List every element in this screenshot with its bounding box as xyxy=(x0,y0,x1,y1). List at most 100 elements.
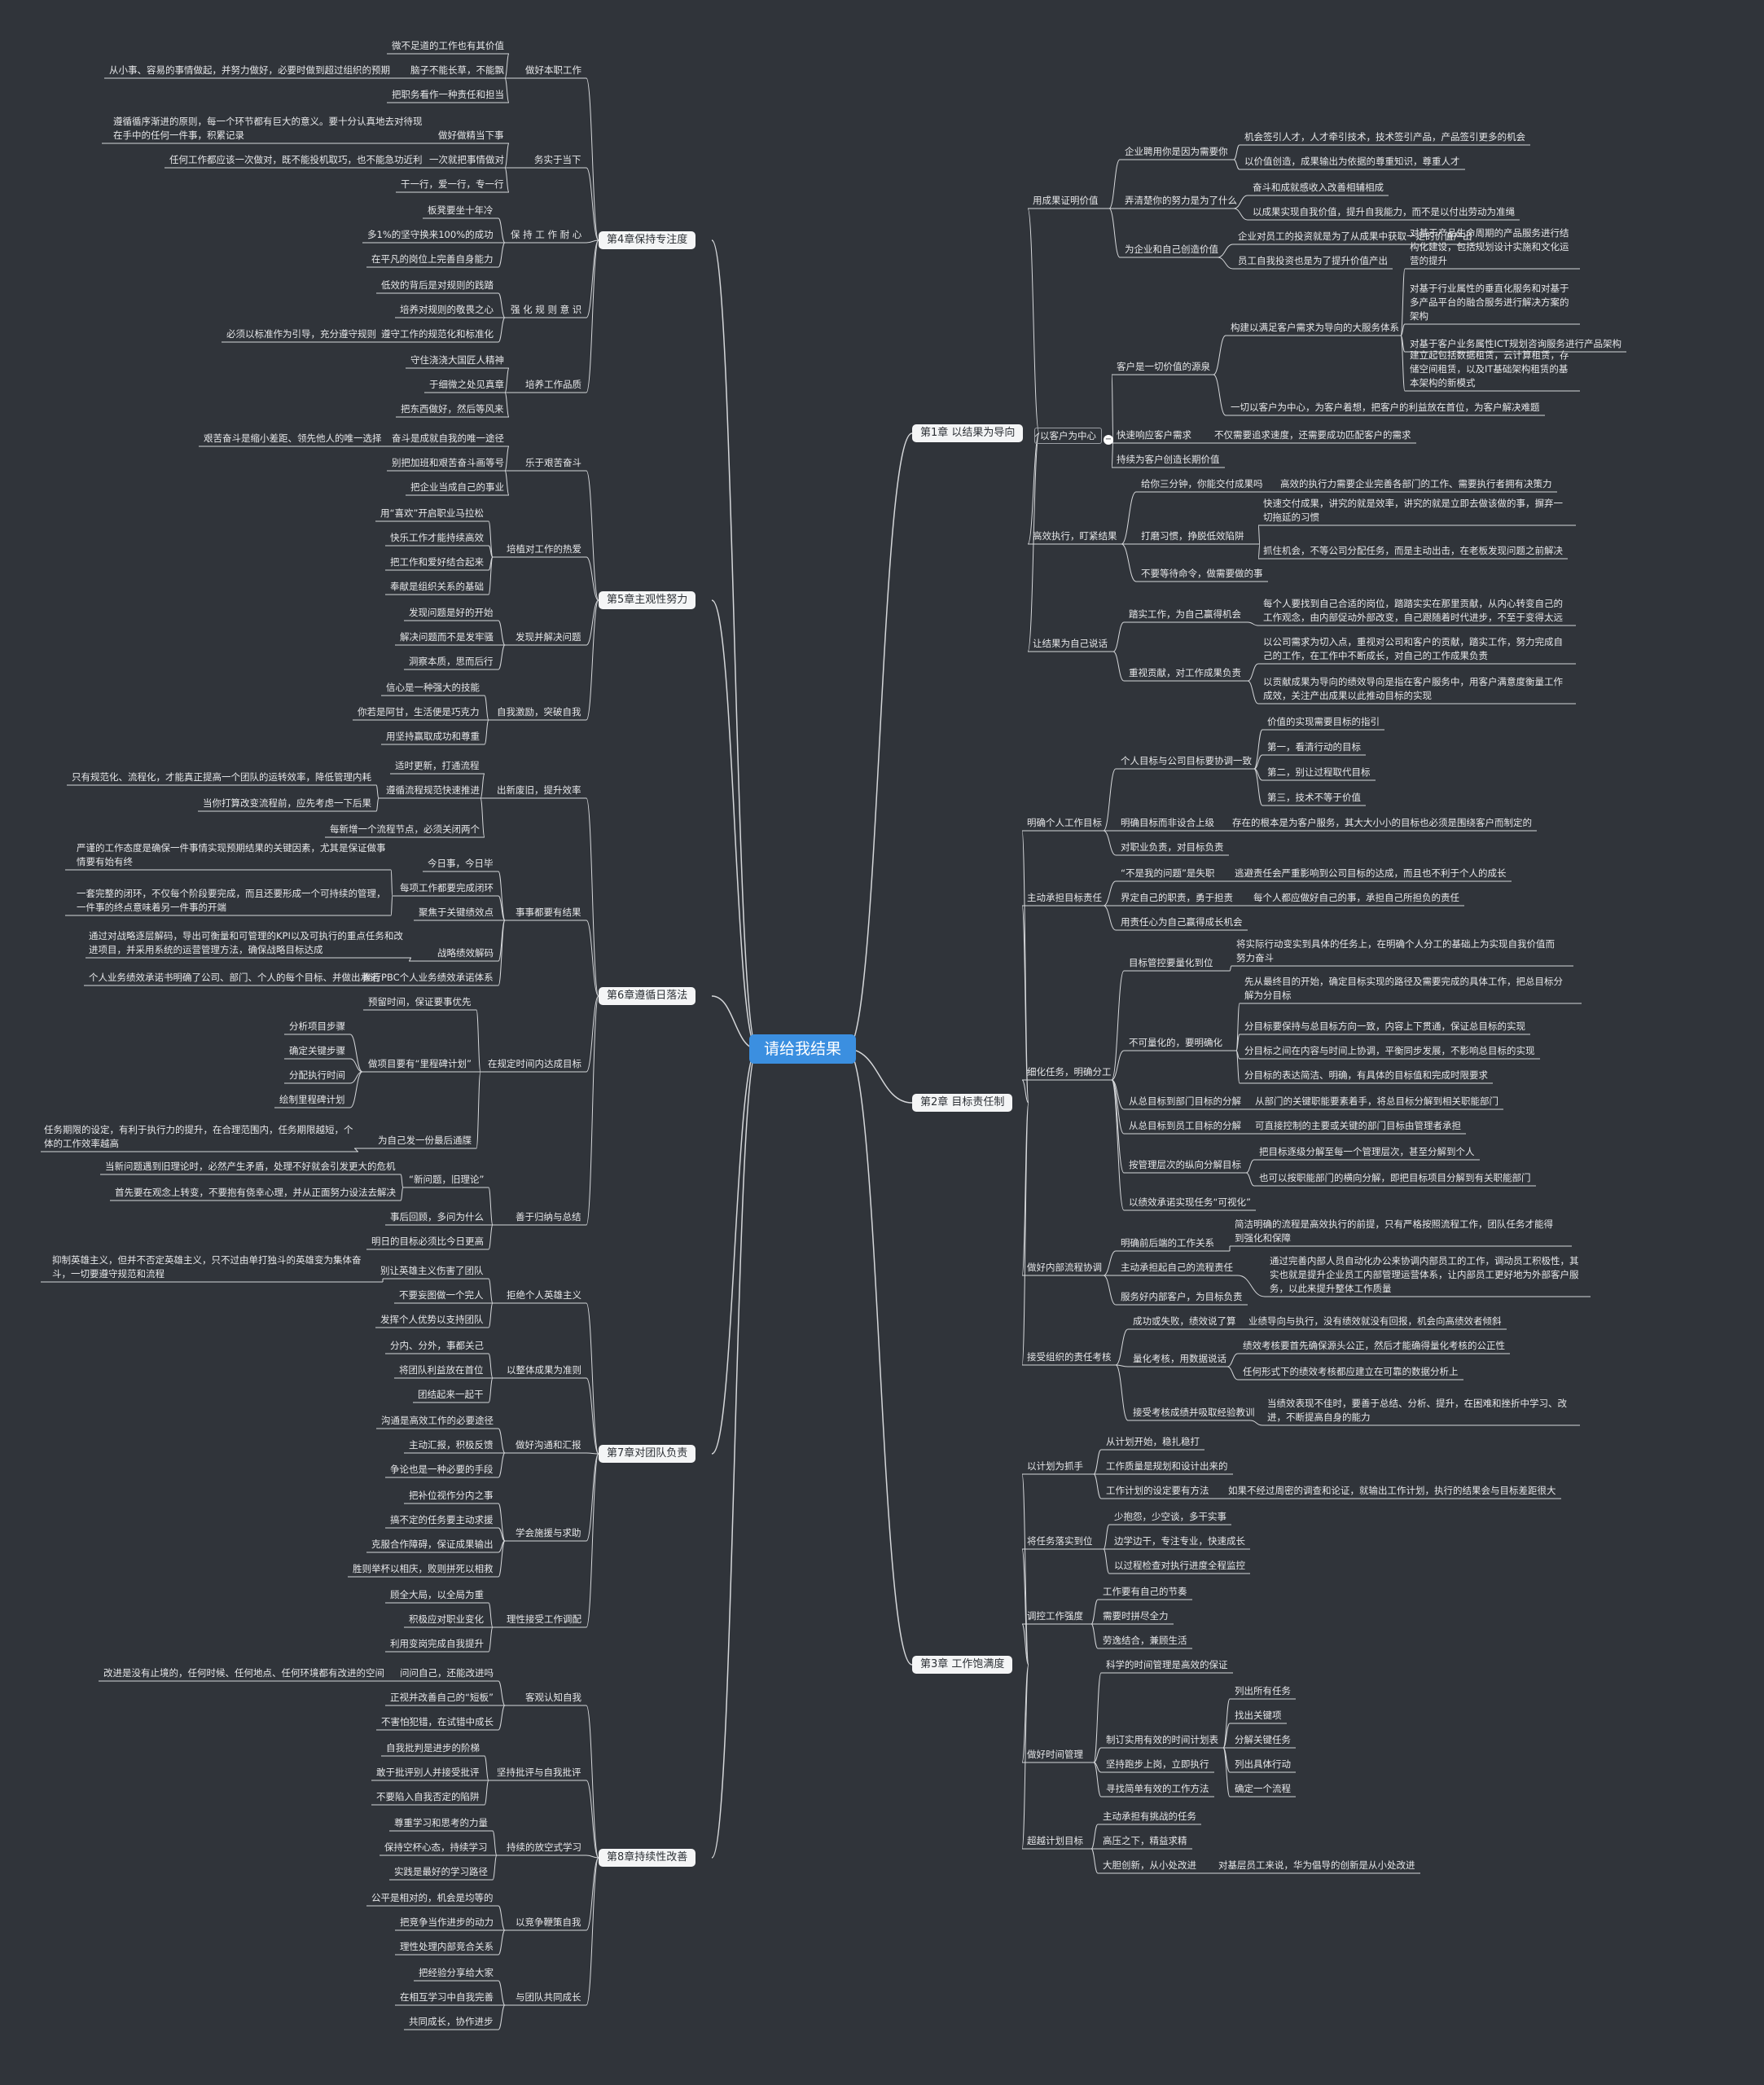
node-ch3-e1: 主动承担有挑战的任务 xyxy=(1103,1811,1196,1822)
node-ch6-b3: 聚焦于关键绩效点 xyxy=(419,906,494,918)
node-ch3-title[interactable]: 第3章 工作饱满度 xyxy=(912,1656,1013,1674)
node-ch6-a2b: 当你打算改变流程前，应先考虑一下后果 xyxy=(203,797,371,809)
node-ch6-b1: 今日事，今日毕 xyxy=(428,858,494,869)
node-ch1-b[interactable]: 以客户为中心 xyxy=(1034,428,1102,444)
node-ch3-b: 将任务落实到位 xyxy=(1027,1535,1093,1547)
node-root[interactable]: 请给我结果 xyxy=(749,1034,857,1064)
node-ch6-a1: 适时更新，打通流程 xyxy=(395,760,480,771)
node-ch1-c1a: 高效的执行力需要企业完善各部门的工作、需要执行者拥有决策力 xyxy=(1280,478,1552,489)
node-ch3-d4: 寻找简单有效的工作方法 xyxy=(1106,1783,1209,1794)
node-ch4-e2: 于细微之处见真章 xyxy=(429,379,504,390)
node-ch7-title[interactable]: 第7章对团队负责 xyxy=(599,1445,696,1463)
node-ch4-b2: 一次就把事情做对 xyxy=(429,154,504,165)
node-ch1-b1a: 构建以满足客户需求为导向的大服务体系 xyxy=(1231,322,1399,333)
node-ch8-e2: 在相互学习中自我完善 xyxy=(400,1991,494,2003)
node-ch2-b3: 用责任心为自己赢得成长机会 xyxy=(1121,916,1243,928)
node-ch1-d1: 踏实工作，为自己赢得机会 xyxy=(1129,608,1241,620)
node-ch6-c2b: 确定关键步骤 xyxy=(289,1045,345,1056)
node-ch3-c2: 需要时拼尽全力 xyxy=(1103,1610,1169,1622)
node-ch7-a: 拒绝个人英雄主义 xyxy=(507,1289,581,1301)
node-ch7-e: 理性接受工作调配 xyxy=(507,1613,581,1625)
node-ch3-c1: 工作要有自己的节奏 xyxy=(1103,1586,1187,1597)
node-ch1-b1a1: 对基于产品生命周期的产品服务进行结构化建设，包括规划设计实施和文化运营的提升 xyxy=(1410,227,1569,266)
node-ch3-b3: 以过程检查对执行进度全程监控 xyxy=(1114,1560,1245,1571)
node-ch1-b2: 快速响应客户需求 xyxy=(1117,429,1191,441)
node-ch7-a3: 发挥个人优势以支持团队 xyxy=(380,1314,484,1325)
node-ch4-a2: 脑子不能长草，不能飘 xyxy=(410,64,504,76)
node-ch7-d4: 胜则举杯以相庆，败则拼死以相救 xyxy=(353,1563,494,1574)
node-ch1-b1a4: 建立起包括数据租赁，云计算租赁，存储空间租赁，以及IT基础架构租赁的基本架构的新… xyxy=(1410,349,1569,388)
node-ch5-a1: 奋斗是成就自我的唯一途径 xyxy=(392,432,504,444)
node-ch8-c1: 尊重学习和思考的力量 xyxy=(394,1817,488,1828)
node-ch6-a: 出新废旧，提升效率 xyxy=(497,784,581,796)
node-ch5-b3: 把工作和爱好结合起来 xyxy=(390,556,484,568)
node-ch2-a2: 明确目标而非设合上级 xyxy=(1121,817,1214,828)
node-ch4-title[interactable]: 第4章保持专注度 xyxy=(599,231,696,249)
node-ch2-a1b: 第一，看清行动的目标 xyxy=(1267,741,1361,753)
node-ch2-e1a: 业绩导向与执行，没有绩效就没有回报，机会向高绩效者倾斜 xyxy=(1248,1315,1502,1327)
node-ch3-d2d: 列出具体行动 xyxy=(1235,1758,1291,1770)
node-ch4-a: 做好本职工作 xyxy=(525,64,581,76)
node-ch1-a1a: 机会签引人才，人才牵引技术，技术签引产品，产品签引更多的机会 xyxy=(1244,131,1525,143)
node-ch3-c: 调控工作强度 xyxy=(1027,1610,1083,1622)
node-ch6-title[interactable]: 第6章遵循日落法 xyxy=(599,987,696,1005)
node-ch3-a2: 工作质量是规划和设计出来的 xyxy=(1106,1460,1228,1472)
node-ch8-a2: 正视并改善自己的“短板” xyxy=(390,1692,494,1703)
node-ch1-d2a: 以公司需求为切入点，重视对公司和客户的贡献，踏实工作，努力完成自己的工作，在工作… xyxy=(1263,636,1563,661)
node-ch8-title[interactable]: 第8章持续性改善 xyxy=(599,1849,696,1867)
node-ch2-d3: 服务好内部客户，为目标负责 xyxy=(1121,1291,1243,1302)
node-ch4-c1: 板凳要坐十年冷 xyxy=(428,204,494,216)
node-ch6-d1a: 当新问题遇到旧理论时，必然产生矛盾，处理不好就会引发更大的危机 xyxy=(105,1161,396,1172)
node-ch1-b1a2: 对基于行业属性的垂直化服务和对基于多产品平台的融合服务进行解决方案的架构 xyxy=(1410,283,1569,322)
node-ch6-b2: 每项工作都要完成闭环 xyxy=(400,882,494,893)
node-ch4-d2: 培养对规则的敬畏之心 xyxy=(400,304,494,315)
node-ch7-a1: 别让英雄主义伤害了团队 xyxy=(380,1265,484,1276)
node-ch4-d3a: 必须以标准作为引导，充分遵守规则 xyxy=(226,328,376,340)
collapse-icon[interactable]: − xyxy=(1104,435,1113,445)
node-ch6-a2a: 只有规范化、流程化，才能真正提高一个团队的运转效率，降低管理内耗 xyxy=(72,771,371,783)
node-ch2-a1c: 第二，别让过程取代目标 xyxy=(1267,766,1371,778)
node-ch2-c2: 不可量化的，要明确化 xyxy=(1129,1037,1222,1048)
node-ch7-e2: 积极应对职业变化 xyxy=(409,1613,484,1625)
node-ch7-c2: 主动汇报，积极反馈 xyxy=(409,1439,494,1451)
node-ch2-e2b: 任何形式下的绩效考核都应建立在可靠的数据分析上 xyxy=(1243,1366,1459,1377)
node-ch7-b2: 将团队利益放在首位 xyxy=(399,1364,484,1376)
node-ch6-b5: 推行PBC个人业务绩效承诺体系 xyxy=(362,972,494,983)
node-ch2-c2b: 分目标要保持与总目标方向一致，内容上下贯通，保证总目标的实现 xyxy=(1244,1021,1525,1032)
node-ch1-title[interactable]: 第1章 以结果为导向 xyxy=(912,424,1024,442)
node-ch8-e1: 把经验分享给大家 xyxy=(419,1967,494,1978)
node-ch1-c2: 打磨习惯，挣脱低效陷阱 xyxy=(1141,530,1244,542)
node-ch4-b3: 干一行，爱一行，专一行 xyxy=(401,178,504,190)
node-ch6-c3a: 任务期限的设定，有利于执行力的提升，在合理范围内，任务期限越短，个体的工作效率越… xyxy=(44,1124,353,1149)
node-ch2-title[interactable]: 第2章 目标责任制 xyxy=(912,1094,1013,1112)
node-ch8-d: 以竞争鞭策自我 xyxy=(516,1916,581,1928)
node-ch2-a3: 对职业负责，对目标负责 xyxy=(1121,841,1224,853)
node-ch4-c3: 在平凡的岗位上完善自身能力 xyxy=(371,253,494,265)
node-ch2-e: 接受组织的责任考核 xyxy=(1027,1351,1112,1363)
node-ch1-a1b: 以价值创造，成果输出为依据的尊重知识，尊重人才 xyxy=(1244,156,1460,167)
node-ch8-b1: 自我批判是进步的阶梯 xyxy=(386,1742,480,1754)
node-ch8-b3: 不要陷入自我否定的陷阱 xyxy=(376,1791,480,1802)
node-ch7-e1: 顾全大局，以全局为重 xyxy=(390,1589,484,1600)
node-ch2-a1a: 价值的实现需要目标的指引 xyxy=(1267,716,1380,727)
node-ch2-c6: 以绩效承诺实现任务“可视化” xyxy=(1129,1196,1251,1208)
node-ch1-d2: 重视贡献，对工作成果负责 xyxy=(1129,667,1241,678)
node-ch2-d2: 主动承担起自己的流程责任 xyxy=(1121,1262,1233,1273)
node-ch4-e: 培养工作品质 xyxy=(525,379,581,390)
node-ch3-d2a: 列出所有任务 xyxy=(1235,1685,1291,1697)
node-ch2-c3: 从总目标到部门目标的分解 xyxy=(1129,1095,1241,1107)
node-ch5-a1a: 艰苦奋斗是缩小差距、领先他人的唯一选择 xyxy=(204,432,382,444)
node-ch2-e3: 接受考核成绩并吸取经验教训 xyxy=(1133,1407,1255,1418)
node-ch5-title[interactable]: 第5章主观性努力 xyxy=(599,591,696,609)
node-ch5-a: 乐于艰苦奋斗 xyxy=(525,457,581,468)
node-ch6-b1a: 严谨的工作态度是确保一件事情实现预期结果的关键因素，尤其是保证做事情要有始有终 xyxy=(77,842,386,867)
node-ch1-c3: 不要等待命令，做需要做的事 xyxy=(1141,568,1263,579)
node-ch1-a: 用成果证明价值 xyxy=(1033,195,1099,206)
node-ch2-a: 明确个人工作目标 xyxy=(1027,817,1102,828)
node-ch2-a1d: 第三，技术不等于价值 xyxy=(1267,792,1361,803)
node-ch4-e3: 把东西做好，然后等风来 xyxy=(401,403,504,415)
node-ch6-c2c: 分配执行时间 xyxy=(289,1069,345,1081)
node-ch4-b1a: 遵循循序渐进的原则，每一个环节都有巨大的意义。要十分认真地去对待现在手中的任何一… xyxy=(113,116,423,141)
node-ch2-c1a: 将实际行动变实到具体的任务上，在明确个人分工的基础上为实现自我价值而努力奋斗 xyxy=(1236,938,1555,963)
